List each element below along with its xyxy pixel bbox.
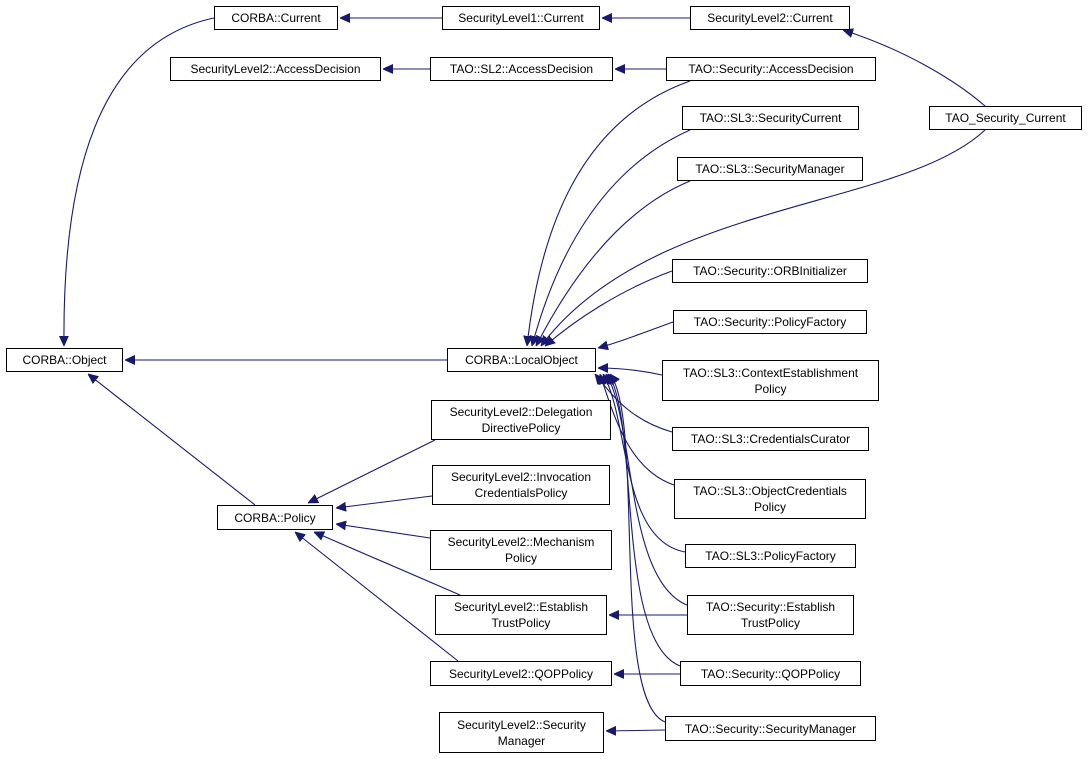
edge-tao-sl3-policy-factory-to-corba-local-object	[603, 374, 686, 553]
node-tao-sl3-policy-factory[interactable]: TAO::SL3::PolicyFactory	[685, 544, 856, 568]
node-corba-object[interactable]: CORBA::Object	[6, 348, 123, 372]
node-tao-security-qop-policy[interactable]: TAO::Security::QOPPolicy	[680, 661, 861, 686]
node-sl2-invocation-credentials-policy[interactable]: SecurityLevel2::Invocation CredentialsPo…	[432, 465, 610, 505]
node-tao-sl3-credentials-curator[interactable]: TAO::SL3::CredentialsCurator	[672, 427, 869, 451]
node-tao-security-orb-initializer[interactable]: TAO::Security::ORBInitializer	[672, 259, 868, 283]
edge-tao-security-current-to-corba-local-object	[541, 129, 986, 346]
edge-tao-sec-policy-factory-to-corba-local-object	[598, 321, 674, 348]
node-corba-local-object[interactable]: CORBA::LocalObject	[447, 348, 596, 372]
edge-tao-sec-establish-trust-policy-to-corba-local-object	[606, 374, 688, 606]
edge-sl2-delegation-directive-policy-to-corba-policy	[308, 439, 436, 504]
node-tao-security-access-decision[interactable]: TAO::Security::AccessDecision	[666, 57, 876, 81]
node-sl2-current[interactable]: SecurityLevel2::Current	[690, 6, 850, 30]
edge-tao-sl3-security-manager-to-corba-local-object	[535, 180, 691, 346]
node-sl2-delegation-directive-policy[interactable]: SecurityLevel2::Delegation DirectivePoli…	[431, 400, 611, 440]
node-tao-sl3-context-establishment-policy[interactable]: TAO::SL3::ContextEstablishment Policy	[662, 360, 879, 401]
node-tao-sl3-object-credentials-policy[interactable]: TAO::SL3::ObjectCredentials Policy	[674, 479, 866, 519]
edge-tao-sl3-security-current-to-corba-local-object	[532, 129, 691, 346]
edge-corba-policy-to-corba-object	[88, 374, 256, 506]
edge-tao-sec-orb-initializer-to-corba-local-object	[545, 270, 673, 346]
node-tao-sl2-access-decision[interactable]: TAO::SL2::AccessDecision	[430, 57, 613, 81]
node-tao-sl3-security-manager[interactable]: TAO::SL3::SecurityManager	[677, 157, 863, 181]
node-sl2-access-decision[interactable]: SecurityLevel2::AccessDecision	[170, 57, 381, 81]
node-sl1-current[interactable]: SecurityLevel1::Current	[442, 6, 600, 30]
edge-tao-sl3-object-credentials-policy-to-corba-local-object	[600, 374, 675, 486]
node-tao-security-establish-trust-policy[interactable]: TAO::Security::Establish TrustPolicy	[687, 595, 854, 635]
node-sl2-mechanism-policy[interactable]: SecurityLevel2::Mechanism Policy	[430, 530, 612, 570]
edge-tao-sec-qop-policy-to-corba-local-object	[608, 374, 681, 667]
node-sl2-security-manager[interactable]: SecurityLevel2::Security Manager	[439, 712, 604, 753]
node-corba-current[interactable]: CORBA::Current	[214, 6, 338, 30]
node-tao-security-current[interactable]: TAO_Security_Current	[929, 106, 1082, 130]
node-sl2-qop-policy[interactable]: SecurityLevel2::QOPPolicy	[430, 661, 612, 686]
edge-tao-sec-access-decision-to-corba-local-object	[527, 80, 691, 346]
node-sl2-establish-trust-policy[interactable]: SecurityLevel2::Establish TrustPolicy	[435, 595, 607, 635]
node-corba-policy[interactable]: CORBA::Policy	[217, 505, 333, 530]
edge-sl2-establish-trust-policy-to-corba-policy	[314, 532, 461, 596]
edge-corba-current-to-corba-object	[64, 17, 215, 346]
edge-tao-sec-security-manager-to-corba-local-object	[610, 374, 666, 723]
edge-sl2-invocation-credentials-policy-to-corba-policy	[336, 495, 433, 508]
node-tao-security-policy-factory[interactable]: TAO::Security::PolicyFactory	[673, 310, 867, 334]
node-tao-sl3-security-current[interactable]: TAO::SL3::SecurityCurrent	[682, 106, 859, 130]
edge-tao-sec-security-manager-to-sl2-security-manager	[606, 730, 666, 731]
edge-sl2-qop-policy-to-corba-policy	[295, 532, 459, 662]
node-tao-security-security-manager[interactable]: TAO::Security::SecurityManager	[665, 716, 876, 741]
edge-tao-security-current-to-sl2-current	[843, 30, 986, 107]
edge-sl2-mechanism-policy-to-corba-policy	[336, 524, 431, 539]
edge-tao-sl3-context-establishment-policy-to-corba-local-object	[598, 368, 663, 376]
